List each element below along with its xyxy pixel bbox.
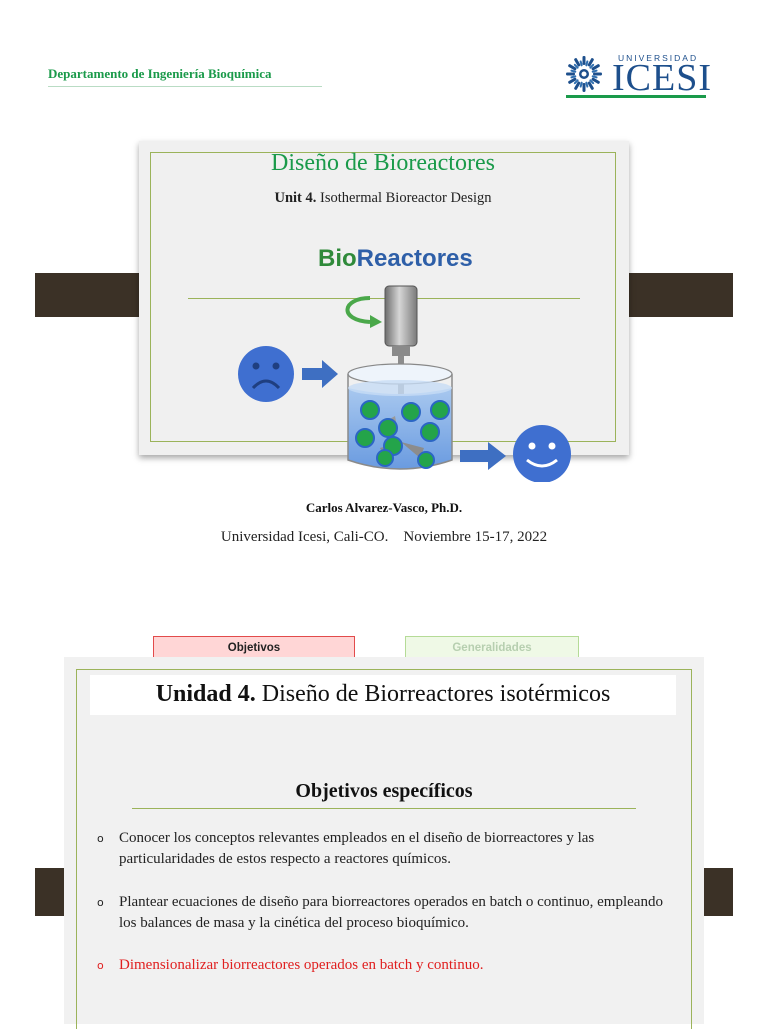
bio-suffix: Reactores bbox=[356, 245, 473, 272]
bioreactor-illustration bbox=[238, 285, 571, 482]
bullet-marker: o bbox=[97, 959, 104, 972]
objective-text: Conocer los conceptos relevantes emplead… bbox=[119, 830, 595, 867]
objective-text: Plantear ecuaciones de diseño para biorr… bbox=[119, 894, 663, 931]
happy-face-icon bbox=[513, 425, 571, 482]
logo-icesi-text: ICESI bbox=[612, 57, 712, 99]
objectives-slide bbox=[64, 657, 704, 1024]
objective-item: o Conocer los conceptos relevantes emple… bbox=[97, 828, 675, 870]
icesi-emblem-icon bbox=[566, 56, 602, 92]
objective-item-highlighted: o Dimensionalizar biorreactores operados… bbox=[97, 955, 675, 976]
cells bbox=[355, 400, 450, 469]
objetivos-button[interactable]: Objetivos bbox=[153, 636, 355, 660]
department-name: Departamento de Ingeniería Bioquímica bbox=[48, 66, 272, 81]
logo-universidad-text: UNIVERSIDAD bbox=[618, 53, 699, 63]
generalidades-button[interactable]: Generalidades bbox=[405, 636, 579, 660]
objective-item: o Plantear ecuaciones de diseño para bio… bbox=[97, 892, 675, 934]
title-divider-line bbox=[188, 298, 580, 299]
objective-text: Dimensionalizar biorreactores operados e… bbox=[119, 957, 484, 973]
motor bbox=[384, 285, 418, 347]
unit-subtitle: Unit 4. Isothermal Bioreactor Design bbox=[150, 190, 616, 207]
bullet-marker: o bbox=[97, 832, 104, 845]
author-name: Carlos Alvarez-Vasco, Ph.D. bbox=[305, 500, 463, 515]
bioreactores-wordmark: BioReactores bbox=[318, 245, 473, 273]
objectives-slide-title: Unidad 4. Diseño de Biorreactores isotér… bbox=[90, 681, 676, 708]
bio-prefix: Bio bbox=[318, 245, 357, 272]
input-arrow-icon bbox=[302, 360, 338, 388]
output-arrow-icon bbox=[460, 442, 506, 470]
department-underline bbox=[48, 86, 322, 87]
bullet-marker: o bbox=[97, 896, 104, 909]
rotation-arrow-icon bbox=[345, 296, 371, 324]
unit-title-bold: Unidad 4. bbox=[155, 681, 256, 707]
objectives-heading: Objetivos específicos bbox=[295, 780, 473, 802]
unit-title-rest: Diseño de Biorreactores isotérmicos bbox=[255, 681, 611, 707]
venue-date: Universidad Icesi, Cali-CO. Noviembre 15… bbox=[220, 529, 548, 545]
objectives-heading-line bbox=[132, 808, 636, 809]
slide-title: Diseño de Bioreactores bbox=[271, 150, 495, 176]
objectives-title-box bbox=[90, 675, 676, 715]
logo-green-bar bbox=[566, 95, 706, 98]
icesi-logo bbox=[562, 50, 712, 104]
unit-label: Unit 4. bbox=[274, 190, 317, 206]
objectives-slide-frame bbox=[76, 669, 692, 1029]
unit-text: Isothermal Bioreactor Design bbox=[320, 190, 492, 206]
sad-face-icon bbox=[238, 346, 294, 402]
